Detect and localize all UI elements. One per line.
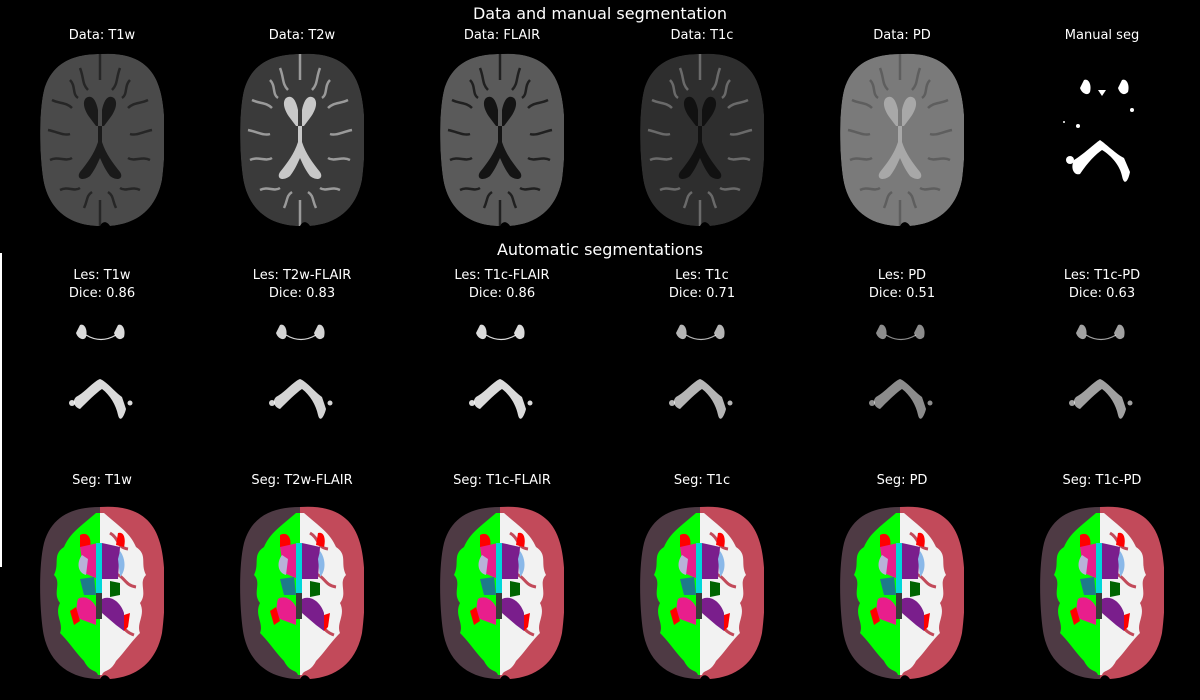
manual-segmentation-mask-image	[1040, 50, 1164, 230]
panel-title: Seg: T1c	[673, 473, 731, 488]
mri-slice-image	[840, 50, 964, 230]
data-panel-t1w: Data: T1w	[22, 27, 182, 45]
mri-slice-image	[40, 50, 164, 230]
lesion-mask-image	[440, 305, 564, 445]
vertical-divider-line	[0, 253, 2, 567]
tissue-segmentation-image	[40, 503, 164, 683]
tissue-segmentation-image	[440, 503, 564, 683]
seg-panel-2: Seg: T1c-FLAIR	[422, 472, 582, 490]
seg-panel-0: Seg: T1w	[22, 472, 182, 490]
panel-title: Data: PD	[873, 28, 931, 43]
dice-score-label: Dice: 0.51	[868, 286, 936, 301]
panel-title: Les: T1c	[675, 268, 729, 283]
panel-title: Seg: PD	[876, 473, 928, 488]
lesion-mask-image	[40, 305, 164, 445]
panel-title: Les: T1c-FLAIR	[454, 268, 550, 283]
panel-title: Les: PD	[877, 268, 927, 283]
data-panel-flair: Data: FLAIR	[422, 27, 582, 45]
panel-title: Seg: T1w	[72, 473, 132, 488]
dice-score-label: Dice: 0.71	[668, 286, 736, 301]
panel-title: Les: T1w	[73, 268, 131, 283]
panel-title: Data: T1c	[670, 28, 734, 43]
tissue-segmentation-image	[240, 503, 364, 683]
panel-title: Les: T2w-FLAIR	[252, 268, 352, 283]
tissue-segmentation-image	[1040, 503, 1164, 683]
tissue-segmentation-image	[840, 503, 964, 683]
lesion-mask-image	[240, 305, 364, 445]
lesion-panel-1: Les: T2w-FLAIR Dice: 0.83	[222, 267, 382, 303]
dice-score-label: Dice: 0.63	[1068, 286, 1136, 301]
panel-title: Data: T2w	[268, 28, 336, 43]
data-panel-pd: Data: PD	[822, 27, 982, 45]
panel-title: Seg: T2w-FLAIR	[251, 473, 353, 488]
seg-panel-5: Seg: T1c-PD	[1022, 472, 1182, 490]
section-title-automatic: Automatic segmentations	[496, 240, 704, 259]
tissue-segmentation-image	[640, 503, 764, 683]
lesion-panel-4: Les: PD Dice: 0.51	[822, 267, 982, 303]
seg-panel-4: Seg: PD	[822, 472, 982, 490]
lesion-mask-image	[840, 305, 964, 445]
mri-slice-image	[640, 50, 764, 230]
lesion-panel-2: Les: T1c-FLAIR Dice: 0.86	[422, 267, 582, 303]
panel-title: Les: T1c-PD	[1063, 268, 1141, 283]
seg-panel-3: Seg: T1c	[622, 472, 782, 490]
dice-score-label: Dice: 0.83	[268, 286, 336, 301]
data-panel-mask: Manual seg	[1022, 27, 1182, 45]
dice-score-label: Dice: 0.86	[468, 286, 536, 301]
panel-title: Seg: T1c-PD	[1062, 473, 1142, 488]
lesion-mask-image	[1040, 305, 1164, 445]
lesion-panel-5: Les: T1c-PD Dice: 0.63	[1022, 267, 1182, 303]
seg-panel-1: Seg: T2w-FLAIR	[222, 472, 382, 490]
section-title-data: Data and manual segmentation	[472, 4, 728, 23]
data-panel-t2w: Data: T2w	[222, 27, 382, 45]
panel-title: Seg: T1c-FLAIR	[453, 473, 551, 488]
panel-title: Data: FLAIR	[463, 28, 541, 43]
dice-score-label: Dice: 0.86	[68, 286, 136, 301]
panel-title: Data: T1w	[68, 28, 136, 43]
mri-slice-image	[440, 50, 564, 230]
panel-title: Manual seg	[1064, 28, 1140, 43]
lesion-mask-image	[640, 305, 764, 445]
mri-slice-image	[240, 50, 364, 230]
data-panel-t1c: Data: T1c	[622, 27, 782, 45]
